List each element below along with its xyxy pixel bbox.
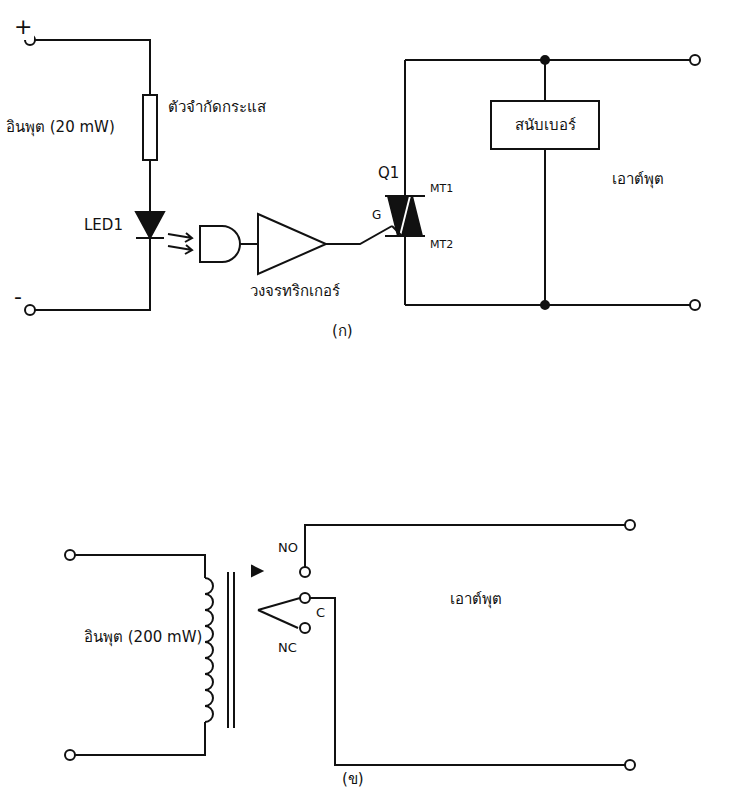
- port-label: อินพุต (20 mW): [4, 118, 117, 136]
- pin-name: MT2: [428, 238, 455, 251]
- port-label: อินพุต (200 mW): [82, 628, 204, 646]
- node-text: สนับเบอร์: [515, 113, 576, 137]
- wire: [405, 60, 690, 305]
- wire: [310, 598, 625, 765]
- figure-label: (ก): [330, 322, 355, 340]
- contact-nc: [300, 623, 310, 633]
- led-symbol: [136, 212, 164, 238]
- part-name: ตัวจำกัดกระแส: [166, 98, 268, 116]
- gate-wire: [326, 226, 392, 244]
- terminal: [625, 520, 635, 530]
- gate-lead: [392, 226, 402, 236]
- armature-lever: [258, 598, 300, 610]
- wire: [240, 243, 258, 245]
- photodetector: [200, 226, 240, 262]
- port-label: เอาต์พุต: [448, 590, 504, 608]
- wire: [35, 40, 150, 95]
- part-name: LED1: [82, 216, 125, 234]
- terminal-sign: +: [12, 14, 34, 40]
- triac-symbol: [402, 196, 422, 236]
- armature-lever: [258, 610, 298, 628]
- contact-name: NO: [276, 540, 300, 556]
- pin-name: MT1: [428, 182, 455, 195]
- relay-coil: [205, 578, 213, 722]
- pin-name: G: [370, 208, 383, 222]
- coil-winding: [205, 578, 213, 722]
- light-arrows: [168, 233, 192, 254]
- port-label: เอาต์พุต: [610, 170, 666, 188]
- terminal: [65, 750, 75, 760]
- wire: [544, 60, 546, 305]
- wire: [305, 525, 625, 567]
- contact-c: [300, 593, 310, 603]
- terminal-sign: -: [12, 284, 24, 310]
- snubber-box: สนับเบอร์: [490, 100, 600, 150]
- resistor-symbol: [143, 95, 157, 160]
- part-name: Q1: [376, 164, 401, 182]
- wire: [75, 555, 205, 755]
- wire: [35, 238, 150, 310]
- contact-name: NC: [276, 640, 299, 656]
- wire: [404, 60, 406, 305]
- terminal: [690, 55, 700, 65]
- relay-core: [228, 572, 234, 728]
- terminal: [690, 300, 700, 310]
- terminal: [65, 550, 75, 560]
- terminal: [25, 305, 35, 315]
- armature-marker: [252, 566, 262, 576]
- contact-no: [300, 567, 310, 577]
- wire: [149, 160, 151, 212]
- figure-label: (ข): [340, 770, 366, 788]
- terminal: [625, 760, 635, 770]
- triac-bars: [385, 196, 425, 236]
- part-name: วงจรทริกเกอร์: [248, 282, 342, 300]
- trigger-amplifier: [258, 214, 326, 274]
- contact-name: C: [314, 605, 327, 621]
